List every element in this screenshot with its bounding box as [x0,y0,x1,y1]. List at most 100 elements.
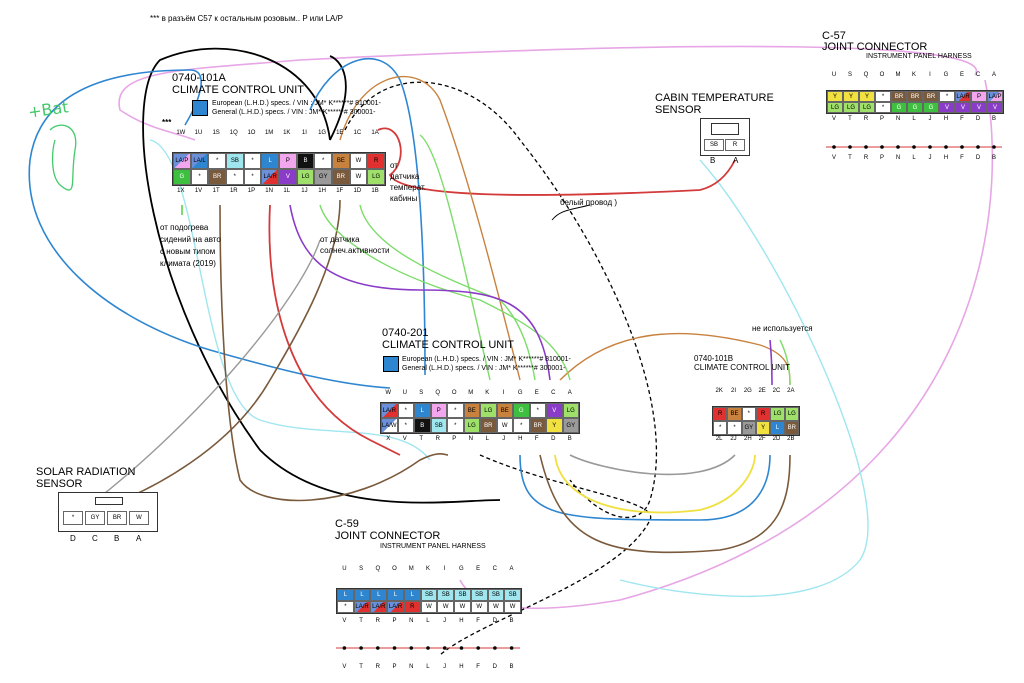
b101-cell: Y [755,421,771,435]
c57-cell: G [891,102,907,113]
b101-cell: BE [727,407,742,421]
pin-dot [880,145,884,149]
orange-wire-2 [559,332,791,386]
c59-cell: L [403,589,421,601]
handwritten-loop [49,124,77,191]
a201-bottom-pin-label: P [452,436,457,442]
gray-wire [569,454,736,476]
b101-cell: * [741,407,756,421]
a201-cell: LG [562,403,579,418]
c57-cell: Y [843,91,859,102]
a201-cell: LG [463,418,480,433]
b101-cell: LG [784,407,799,421]
purple-wire-b [769,339,773,386]
a101-cell: LA/P [173,153,191,169]
c59-cell: SB [454,589,471,601]
c57-top-pin-label: U [831,72,837,78]
c59-pin-dots [336,646,520,650]
b101-bottom-pin-label: 2B [787,436,795,442]
c59-harness: INSTRUMENT PANEL HARNESS [380,543,486,550]
a101-cell: G [173,169,191,185]
a201-cell: P [430,403,447,418]
pin-dot [944,145,948,149]
a101-bottom-pin-label: 1J [301,188,308,194]
c57-harness: INSTRUMENT PANEL HARNESS [866,53,972,60]
c57-cell: * [875,91,891,102]
c57-bottom-pin-label: H [943,116,949,122]
b101-top-pin-label: 2K [715,388,723,394]
a101-cell: * [208,153,226,169]
b101-cell: R [713,407,728,421]
c59-top-pin-label: U [342,566,347,572]
solar-sensor-name-2: SENSOR [36,478,83,490]
a201-top-pin-label: I [502,390,505,396]
pin-dot [832,145,836,149]
c57-bottom2-pin-label: F [960,155,964,161]
annotation-sun-sensor: от датчика солнеч.активности [320,234,389,256]
seat-heat-line-4: климата (2019) [160,259,216,268]
solar-pin-a: A [136,534,142,543]
a101-bottom-pin-label: 1N [265,188,273,194]
a201-top-pin-label: U [402,390,407,396]
temp-sensor-line-4: кабины [390,194,418,203]
unit-a201-spec2: General (L.H.D.) specs. / VIN : JM* K***… [402,365,566,372]
c59-bottom-pin-label: L [426,618,430,624]
a101-top-pin-label: 1U [194,130,203,136]
c57-top-pin-label: K [911,72,916,78]
a101-cell: B [296,153,315,169]
a101-top-pin-label: 1A [371,130,379,136]
seat-heat-line-1: от подогрева [160,223,209,232]
a101-top-pin-label: 1K [283,130,291,136]
annotation-temp-sensor: от датчика температ. кабины [390,160,426,204]
c57-cell: Y [859,91,875,102]
a101-cell: LA/L [190,153,209,169]
a101-cell: BR [331,169,350,185]
pin-dot [928,145,932,149]
purple-wire-a [289,204,551,381]
a201-top-pin-label: S [419,390,424,396]
cabin-sensor-latch [711,123,739,135]
b101-cell: * [713,421,728,435]
c59-name: JOINT CONNECTOR [335,530,441,542]
white-wire-dashed-2 [439,454,652,656]
c59-bottom2-pin-label: R [375,664,380,670]
c59-bottom-pin-label: P [392,618,397,624]
a201-cell: * [397,418,414,433]
a201-bottom-pin-label: T [419,436,424,442]
pin-dot [459,646,464,650]
a201-top-pin-label: E [534,390,539,396]
a101-cell: LG [296,169,315,185]
a101-cell: SB [225,153,244,169]
a201-cell: SB [430,418,447,433]
a201-cell: B [414,418,431,433]
cabin-sensor-name-2: SENSOR [655,104,702,116]
a201-cell: * [447,418,464,433]
pin-dot [426,646,430,650]
blue-wire-b [28,159,391,389]
c57-bottom2-pin-label: L [912,155,916,161]
a201-cell: * [397,403,414,418]
a201-bottom-pin-label: X [386,436,391,442]
a201-top-pin-label: G [517,390,523,396]
a201-cell: G [513,403,530,418]
unit-a201-code: 0740-201 [382,327,429,339]
a201-bottom-pin-label: H [518,436,523,442]
b101-bottom-pin-label: 2L [715,436,723,442]
c57-cell: G [923,102,939,113]
white-wire-arrow [551,204,591,221]
a101-cell: L [261,153,279,169]
a201-top-pin-label: A [567,390,572,396]
solar-pin-d-color: * [63,511,83,525]
b101-bottom-pin-label: 2J [730,436,737,442]
c57-bottom-pin-label: B [991,116,996,122]
a101-top-pin-label: 1M [264,130,274,136]
a101-bottom-pin-label: 1P [247,188,256,194]
a101-bottom-pin-label: 1T [212,188,220,194]
c57-cell: BR [907,91,923,102]
white-wire-dashed [344,81,658,519]
c59-bottom-pin-label: B [509,618,514,624]
